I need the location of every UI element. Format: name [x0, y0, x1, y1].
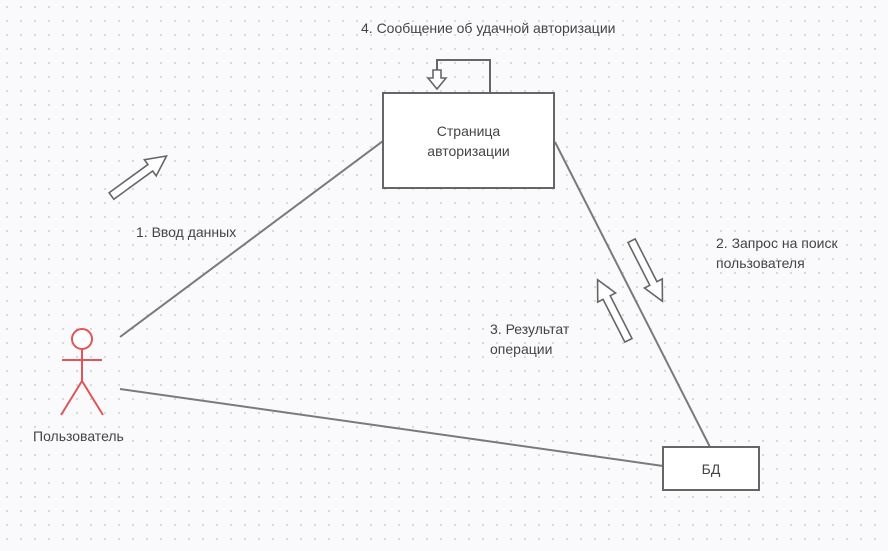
actor-label: Пользователь — [33, 428, 124, 444]
db-label: БД — [701, 460, 721, 477]
self-loop-line[interactable] — [436, 59, 491, 92]
auth-page-label-line2: авторизации — [427, 142, 510, 159]
arrow-step2-icon — [626, 237, 664, 303]
db-box[interactable]: БД — [662, 446, 760, 491]
step3-label: 3. Результат операции — [490, 319, 569, 359]
actor-icon[interactable] — [60, 328, 104, 416]
link-user-auth[interactable] — [119, 140, 384, 338]
step2-label: 2. Запрос на поиск пользователя — [716, 233, 838, 273]
step3-label-line2: операции — [490, 341, 553, 357]
auth-page-label: Страница авторизации — [427, 121, 509, 161]
link-user-db[interactable] — [119, 388, 664, 467]
step3-label-line1: 3. Результат — [490, 321, 570, 337]
auth-page-box[interactable]: Страница авторизации — [382, 92, 555, 189]
link-auth-db[interactable] — [554, 141, 711, 448]
step1-label: 1. Ввод данных — [136, 224, 237, 240]
arrow-step3-icon — [596, 278, 634, 344]
arrow-step1-icon — [108, 154, 168, 201]
auth-page-label-line1: Страница — [436, 122, 501, 139]
step4-label: 4. Сообщение об удачной авторизации — [361, 20, 616, 36]
step2-label-line1: 2. Запрос на поиск — [716, 235, 838, 251]
step2-label-line2: пользователя — [716, 255, 805, 271]
self-loop-arrow-icon — [426, 69, 448, 91]
